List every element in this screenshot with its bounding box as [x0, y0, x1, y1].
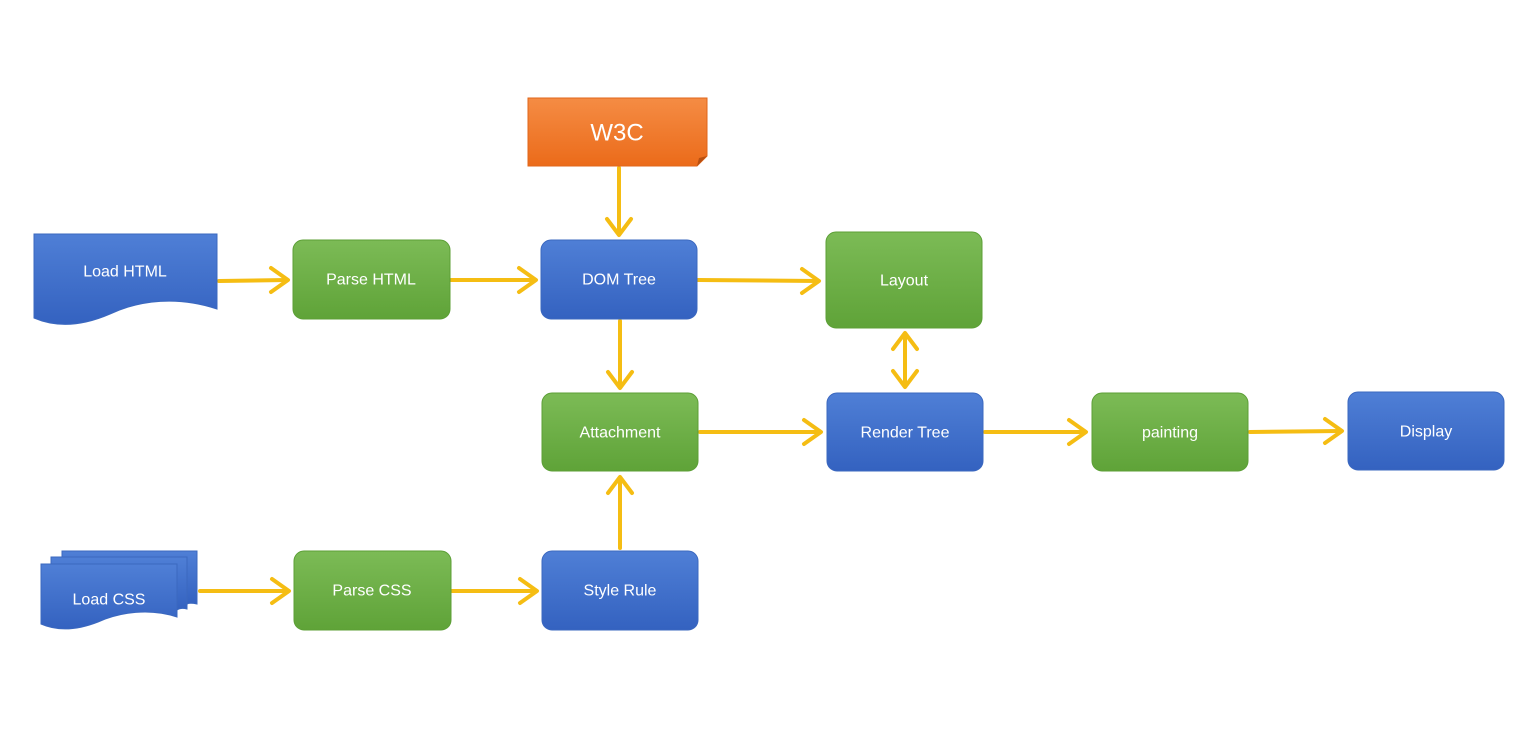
arrow-dom-tree-to-attachment: [606, 319, 634, 390]
node-render-tree-label: Render Tree: [861, 425, 950, 442]
node-parse-css-label: Parse CSS: [332, 583, 411, 600]
node-parse-html[interactable]: Parse HTML: [292, 239, 451, 320]
node-layout[interactable]: Layout: [825, 231, 983, 329]
node-parse-html-label: Parse HTML: [326, 272, 416, 289]
node-parse-css[interactable]: Parse CSS: [293, 550, 452, 631]
node-dom-tree[interactable]: DOM Tree: [540, 239, 698, 320]
node-load-html-label: Load HTML: [83, 264, 167, 281]
connectors: [198, 166, 1344, 605]
node-w3c-label: W3C: [590, 120, 643, 147]
arrow-load-css-to-parse-css: [198, 577, 291, 605]
arrow-attachment-to-render-tree: [698, 418, 823, 446]
node-load-html[interactable]: Load HTML: [33, 233, 218, 325]
node-w3c[interactable]: W3C: [527, 97, 708, 167]
arrow-parse-css-to-style-rule: [450, 577, 539, 605]
arrow-dom-tree-to-layout: [696, 267, 821, 295]
node-load-css[interactable]: Load CSS: [40, 550, 198, 630]
node-style-rule-label: Style Rule: [584, 583, 657, 600]
node-render-tree[interactable]: Render Tree: [826, 392, 984, 472]
arrow-painting-to-display: [1248, 417, 1344, 445]
node-display-label: Display: [1400, 424, 1452, 441]
node-style-rule[interactable]: Style Rule: [541, 550, 699, 631]
arrow-style-rule-to-attachment: [606, 475, 634, 550]
node-dom-tree-label: DOM Tree: [582, 272, 656, 289]
node-attachment-label: Attachment: [580, 425, 661, 442]
arrow-render-tree-to-painting: [983, 418, 1088, 446]
arrow-w3c-to-dom-tree: [605, 166, 633, 237]
node-attachment[interactable]: Attachment: [541, 392, 699, 472]
arrow-parse-html-to-dom-tree: [449, 266, 538, 294]
node-display[interactable]: Display: [1347, 391, 1505, 471]
node-painting[interactable]: painting: [1091, 392, 1249, 472]
node-layout-label: Layout: [880, 273, 929, 290]
node-load-css-label: Load CSS: [73, 592, 146, 609]
arrow-layout-render-tree-bidirectional: [891, 331, 919, 389]
arrow-load-html-to-parse-html: [217, 266, 290, 294]
node-painting-label: painting: [1142, 425, 1198, 442]
